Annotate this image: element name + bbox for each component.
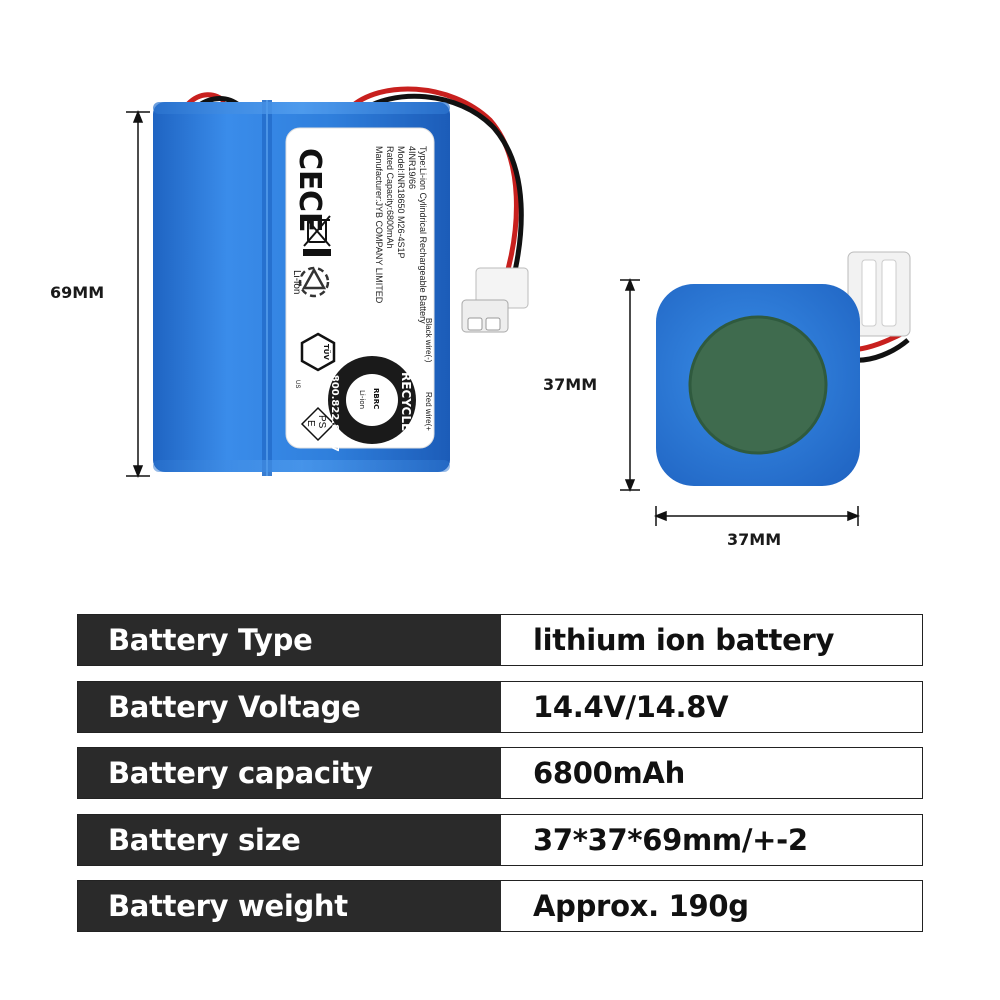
- connector-plug: [461, 267, 529, 333]
- label-type-line: Type:Li-ion Cylindrical Rechargeable Bat…: [418, 146, 428, 324]
- label-model2: Model:INR18650 M26-4S1P: [396, 146, 406, 259]
- spec-table: Battery Type lithium ion battery Battery…: [77, 614, 923, 947]
- battery-side-illustration: Type:Li-ion Cylindrical Rechargeable Bat…: [126, 86, 529, 479]
- svg-text:Li-ion: Li-ion: [358, 390, 366, 409]
- svg-text:RBRC: RBRC: [372, 388, 380, 409]
- height-dimension-label: 69MM: [50, 283, 105, 302]
- height-dimension-line: [126, 109, 150, 479]
- spec-value: lithium ion battery: [501, 615, 922, 665]
- end-height-dimension-line: [620, 277, 640, 493]
- spec-label: Battery size: [78, 814, 501, 865]
- weee-bin-icon: [303, 215, 331, 256]
- spec-value: 37*37*69mm/+-2: [501, 814, 922, 865]
- spec-label: Battery Type: [78, 615, 501, 665]
- us-text: US: [294, 380, 300, 388]
- ce-mark-icon: CE: [292, 148, 327, 191]
- label-capacity: Rated Capacity:6800mAh: [385, 146, 395, 249]
- label-model1: 4INR19/66: [407, 146, 417, 189]
- spec-label: Battery Voltage: [78, 681, 501, 732]
- recycle-icon: [298, 266, 330, 298]
- svg-text:E: E: [305, 420, 316, 427]
- spec-row-type: Battery Type lithium ion battery: [77, 614, 923, 666]
- svg-text:1.800.822.8837: 1.800.822.8837: [329, 364, 340, 452]
- svg-text:PS: PS: [316, 415, 327, 429]
- cell-terminal-disc: [688, 315, 828, 455]
- label-black-wire: Black wire(-): [424, 318, 433, 363]
- end-width-dimension-line: [653, 506, 861, 526]
- label-red-wire: Red wire(+: [424, 392, 433, 431]
- spec-row-size: Battery size 37*37*69mm/+-2: [77, 813, 923, 866]
- svg-text:TÜV: TÜV: [322, 344, 331, 360]
- end-width-dimension-label: 37MM: [727, 530, 782, 549]
- end-height-dimension-label: 37MM: [543, 375, 598, 394]
- spec-label: Battery capacity: [78, 748, 501, 798]
- spec-row-voltage: Battery Voltage 14.4V/14.8V: [77, 680, 923, 733]
- spec-row-capacity: Battery capacity 6800mAh: [77, 747, 923, 799]
- rbrc-recycle-seal-icon: RECYCLE 1.800.822.8837 RBRC Li-ion: [328, 356, 416, 452]
- svg-text:RECYCLE: RECYCLE: [399, 372, 413, 431]
- spec-label: Battery weight: [78, 881, 501, 931]
- pse-mark-icon: PS E: [300, 406, 336, 442]
- label-manufacturer: Manufacturer:JYB COMPANY LIMITED: [374, 146, 384, 304]
- battery-end-illustration: [620, 251, 911, 526]
- li-ion-text: Li-ion: [291, 270, 302, 294]
- tuv-mark-icon: TÜV: [300, 332, 336, 372]
- spec-value: Approx. 190g: [501, 881, 922, 931]
- spec-value: 14.4V/14.8V: [501, 681, 922, 732]
- spec-value: 6800mAh: [501, 748, 922, 798]
- spec-row-weight: Battery weight Approx. 190g: [77, 880, 923, 932]
